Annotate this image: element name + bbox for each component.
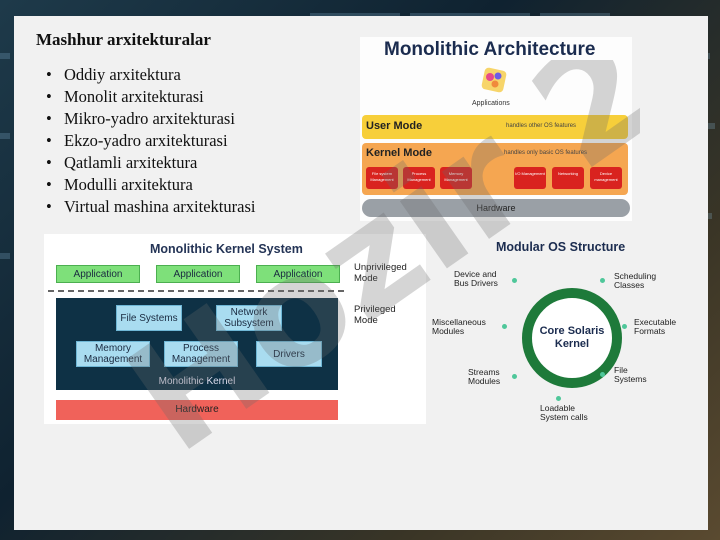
kernel-component-box: Device management [590, 167, 622, 189]
module-label: Miscellaneous Modules [432, 317, 486, 336]
list-item: Mikro-yadro arxitekturasi [44, 108, 255, 130]
privileged-mode-label: Privileged Mode [354, 304, 396, 326]
hardware-layer: Hardware [362, 199, 630, 217]
core-kernel-ring: Core Solaris Kernel [522, 288, 622, 388]
kernel-component-box: File system Management [366, 167, 398, 189]
module-label: Device and Bus Drivers [454, 269, 498, 288]
drivers-box: Drivers [256, 341, 322, 367]
unprivileged-mode-label: Unprivileged Mode [354, 262, 407, 284]
modular-os-structure-figure: Modular OS Structure Core Solaris Kernel… [426, 236, 708, 450]
module-label: Scheduling Classes [614, 271, 657, 290]
figure-title: Monolithic Architecture [384, 39, 596, 60]
file-systems-box: File Systems [116, 305, 182, 331]
user-mode-label: User Mode [366, 120, 423, 132]
module-dot [600, 372, 605, 377]
figure-title: Monolithic Kernel System [150, 242, 303, 256]
module-dot [512, 278, 517, 283]
slide-heading: Mashhur arxitekturalar [36, 30, 211, 49]
application-box: Application [156, 265, 240, 283]
application-box: Application [56, 265, 140, 283]
user-mode-layer: User Mode handles other OS features [362, 115, 628, 139]
kernel-label: Monolithic Kernel [158, 376, 236, 387]
list-item: Ekzo-yadro arxitekturasi [44, 130, 255, 152]
list-item: Virtual mashina arxitekturasi [44, 196, 255, 218]
module-dot [622, 324, 627, 329]
kernel-component-box: I/O Management [514, 167, 546, 189]
network-subsystem-box: Network Subsystem [216, 305, 282, 331]
module-dot [556, 396, 561, 401]
module-dot [600, 278, 605, 283]
kernel-component-box: Process Management [403, 167, 435, 189]
kernel-component-box: Networking [552, 167, 584, 189]
application-box: Application [256, 265, 340, 283]
monolithic-architecture-figure: Monolithic Architecture Applications Use… [360, 37, 632, 221]
module-label: File Systems [614, 365, 647, 384]
architecture-list: Oddiy arxitektura Monolit arxitekturasi … [44, 64, 255, 218]
module-dot [502, 324, 507, 329]
list-item: Modulli arxitektura [44, 174, 255, 196]
monolithic-kernel-block: File Systems Network Subsystem Memory Ma… [56, 298, 338, 390]
user-mode-note: handles other OS features [506, 123, 577, 129]
kernel-mode-layer: Kernel Mode handles only basic OS featur… [362, 143, 628, 195]
mode-divider [48, 290, 344, 292]
applications-label: Applications [472, 100, 510, 107]
hardware-layer: Hardware [56, 400, 338, 420]
module-label: Executable Formats [634, 317, 677, 336]
kernel-component-box: Memory Management [440, 167, 472, 189]
monolithic-kernel-system-figure: Monolithic Kernel System Application App… [44, 234, 426, 424]
figure-title: Modular OS Structure [496, 240, 626, 254]
module-dot [512, 374, 517, 379]
module-label: Streams Modules [468, 367, 501, 386]
slide-panel: Mashhur arxitekturalar Oddiy arxitektura… [14, 16, 708, 530]
list-item: Oddiy arxitektura [44, 64, 255, 86]
memory-management-box: Memory Management [76, 341, 150, 367]
module-label: Loadable System calls [540, 403, 588, 422]
kernel-mode-label: Kernel Mode [366, 147, 433, 159]
applications-icon [481, 67, 507, 93]
kernel-mode-note: handles only basic OS features [504, 150, 588, 156]
core-kernel-label: Core Solaris Kernel [539, 325, 605, 350]
list-item: Monolit arxitekturasi [44, 86, 255, 108]
list-item: Qatlamli arxitektura [44, 152, 255, 174]
process-management-box: Process Management [164, 341, 238, 367]
